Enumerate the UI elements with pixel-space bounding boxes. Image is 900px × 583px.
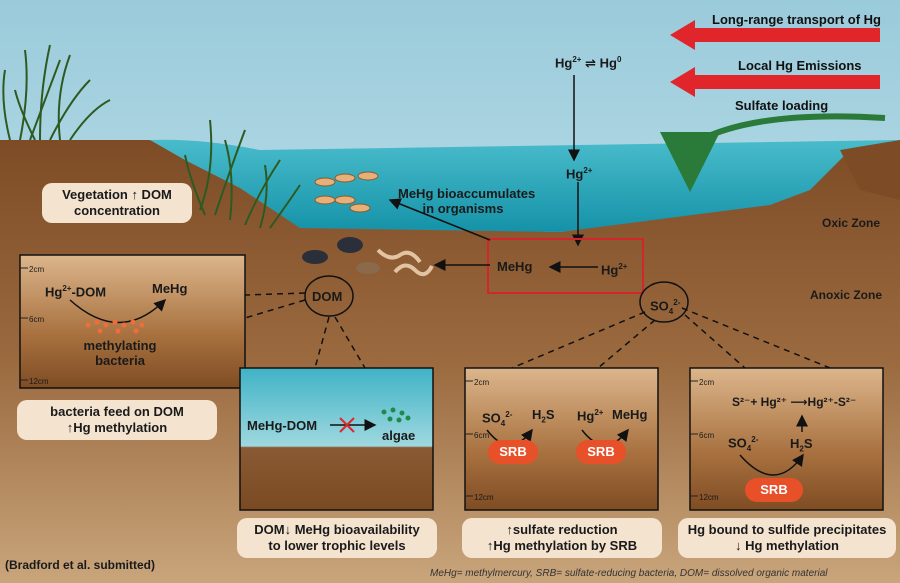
worms	[376, 248, 434, 277]
left-mehg: MeHg	[152, 281, 188, 296]
grass-center	[184, 119, 301, 229]
srb-badge-3: SRB	[745, 478, 803, 502]
algae-dots	[381, 407, 411, 423]
panel-sulfate	[464, 367, 659, 511]
local-emissions-label: Local Hg Emissions	[738, 58, 862, 73]
sulfide-tick-12: 12cm	[699, 493, 719, 502]
sulfate-loading-label: Sulfate loading	[735, 98, 829, 113]
sulfate-hg2: Hg2+	[577, 408, 604, 424]
sulfate-h2s: H2S	[532, 407, 555, 425]
dom-circle	[304, 275, 354, 317]
red-arrows	[670, 20, 880, 97]
sulfide-h2s: H2S	[790, 436, 813, 454]
methylation-hg2: Hg2+	[601, 262, 628, 278]
left-tick-2: 2cm	[29, 265, 45, 274]
sulfate-caption: ↑sulfate reduction↑Hg methylation by SRB	[462, 518, 662, 558]
bacteria-dots	[85, 319, 145, 334]
left-caption: bacteria feed on DOM↑Hg methylation	[17, 400, 217, 440]
hg-dom: Hg2+-DOM	[45, 284, 107, 300]
sulfide-reaction: S²⁻+ Hg²⁺ ⟶Hg²⁺-S²⁻	[732, 395, 857, 409]
methylation-box-frame	[487, 238, 644, 294]
sulfate-tick-2: 2cm	[474, 378, 490, 387]
sulfide-so4: SO42-	[728, 435, 759, 453]
dashed-connectors	[244, 292, 831, 369]
right-shore	[840, 140, 900, 200]
blocked-x	[339, 417, 355, 433]
dom-label: DOM	[312, 289, 343, 304]
sulfide-tick-6: 6cm	[699, 431, 715, 440]
so4-label: SO42-	[650, 298, 681, 316]
so4-circle	[639, 281, 689, 323]
sulfate-tick-12: 12cm	[474, 493, 494, 502]
oxic-zone-label: Oxic Zone	[822, 216, 881, 230]
srb-badge-2: SRB	[576, 440, 626, 464]
footnote: MeHg= methylmercury, SRB= sulfate-reduci…	[430, 568, 828, 579]
sediment	[0, 140, 900, 583]
sulfate-arrow	[660, 113, 886, 192]
sulfate-so4: SO42-	[482, 410, 513, 428]
hg-equilibrium: Hg2+ ⇌ Hg0	[555, 55, 622, 71]
panel-dom	[239, 367, 434, 511]
clams	[302, 237, 380, 274]
sulfate-tick-6: 6cm	[474, 431, 490, 440]
hg2-mid: Hg2+	[566, 166, 593, 182]
algae-label: algae	[382, 428, 416, 443]
mehg-dom: MeHg-DOM	[247, 418, 318, 433]
long-range-label: Long-range transport of Hg	[712, 12, 881, 27]
sulfide-tick-2: 2cm	[699, 378, 715, 387]
shrimp-cluster	[314, 171, 379, 213]
anoxic-zone-label: Anoxic Zone	[810, 288, 883, 302]
srb-badge-1: SRB	[488, 440, 538, 464]
methylation-mehg: MeHg	[497, 259, 533, 274]
left-tick-12: 12cm	[29, 377, 49, 386]
sulfide-caption: Hg bound to sulfide precipitates↓ Hg met…	[678, 518, 896, 558]
left-tick-6: 6cm	[29, 315, 45, 324]
grass-left	[2, 44, 111, 141]
depth-ticks	[20, 267, 698, 497]
sulfate-mehg: MeHg	[612, 407, 648, 422]
citation: (Bradford et al. submitted)	[5, 558, 156, 572]
